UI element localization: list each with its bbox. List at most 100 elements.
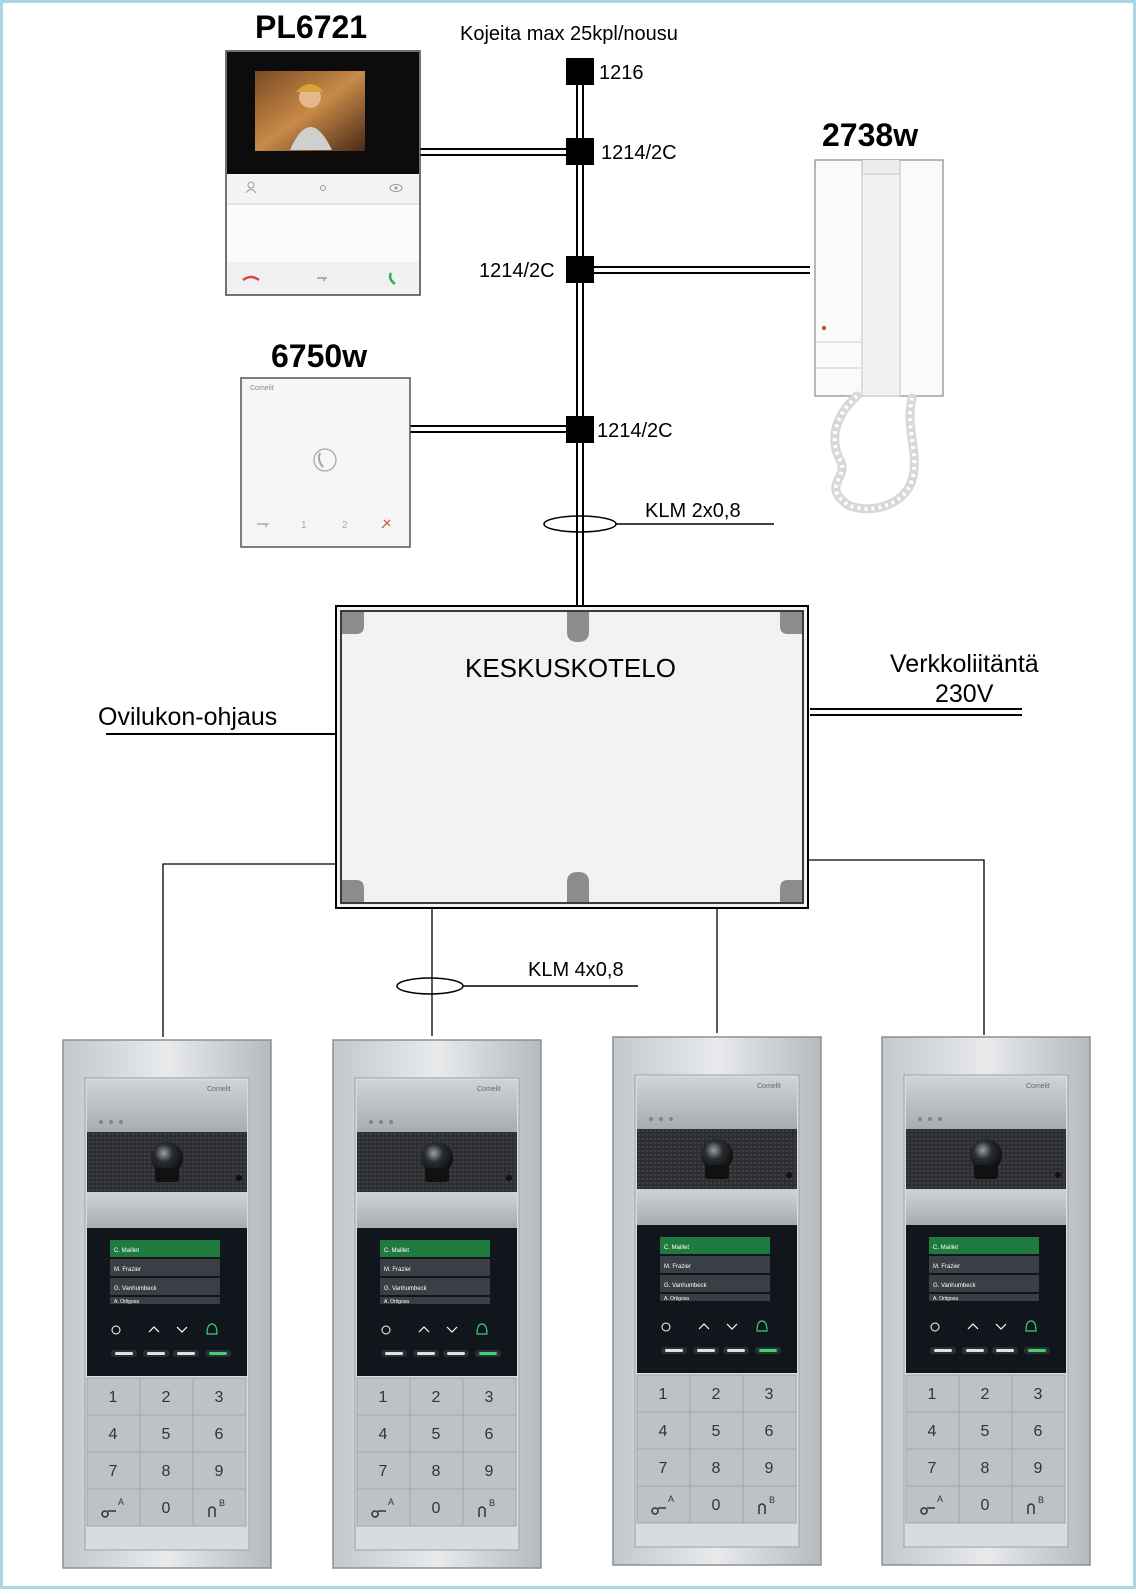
- key-a-label: A: [118, 1497, 124, 1507]
- keypad-key[interactable]: [689, 1411, 744, 1450]
- keypad-key[interactable]: [905, 1411, 960, 1450]
- resident-name[interactable]: A. Ortigosa: [933, 1296, 958, 1302]
- hangup-icon: [242, 275, 260, 282]
- keypad-key-label: 0: [712, 1497, 721, 1514]
- keypad-key[interactable]: [409, 1451, 464, 1490]
- chevron-down-icon[interactable]: [995, 1323, 1007, 1330]
- bell-icon[interactable]: [476, 1323, 488, 1335]
- camera-icon: [151, 1142, 183, 1174]
- keypad-key[interactable]: [742, 1485, 797, 1524]
- resident-name[interactable]: G. Vanhumbeck: [664, 1283, 708, 1289]
- panel-brand: Comelit: [477, 1086, 501, 1093]
- resident-name[interactable]: C. Maillet: [384, 1248, 409, 1254]
- keypad-key[interactable]: [86, 1488, 141, 1527]
- resident-name[interactable]: G. Vanhumbeck: [384, 1286, 428, 1292]
- chevron-down-icon[interactable]: [726, 1323, 738, 1330]
- resident-name[interactable]: C. Maillet: [933, 1245, 958, 1251]
- bell-icon[interactable]: [206, 1323, 218, 1335]
- keypad-key[interactable]: [356, 1488, 411, 1527]
- keypad-key-label: 0: [981, 1497, 990, 1514]
- mains-lines: [810, 708, 1022, 716]
- user-icon: [245, 181, 257, 194]
- resident-name[interactable]: A. Ortigosa: [384, 1299, 409, 1305]
- keypad-key[interactable]: [462, 1414, 517, 1453]
- keypad-key[interactable]: [192, 1377, 247, 1416]
- chevron-up-icon[interactable]: [418, 1326, 430, 1333]
- handset-model-label: 2738w: [822, 117, 918, 153]
- central-unit-box: [335, 605, 809, 909]
- keypad-key[interactable]: [905, 1485, 960, 1524]
- keypad-key-label: 1: [659, 1386, 668, 1403]
- resident-name[interactable]: C. Maillet: [114, 1248, 139, 1254]
- keypad-key-label: 5: [432, 1426, 441, 1443]
- keypad-key[interactable]: [409, 1377, 464, 1416]
- info-icon[interactable]: [111, 1325, 121, 1335]
- key-b-label: B: [219, 1498, 225, 1508]
- keypad-key[interactable]: [689, 1374, 744, 1413]
- keypad-key[interactable]: [636, 1485, 691, 1524]
- keypad-key[interactable]: [636, 1448, 691, 1487]
- central-unit-label: KESKUSKOTELO: [465, 653, 676, 683]
- keypad-key-label: 5: [162, 1426, 171, 1443]
- header-note: Kojeita max 25kpl/nousu: [460, 23, 678, 45]
- bell-icon[interactable]: [1025, 1320, 1037, 1332]
- bell-icon: [1027, 1503, 1035, 1514]
- keypad-key-label: 0: [162, 1500, 171, 1517]
- key-a-label: A: [668, 1494, 674, 1504]
- keypad-key[interactable]: [905, 1374, 960, 1413]
- resident-name[interactable]: A. Ortigosa: [664, 1296, 689, 1302]
- key-icon: [651, 1507, 666, 1515]
- keypad-key[interactable]: [409, 1488, 464, 1527]
- keypad-key[interactable]: [462, 1451, 517, 1490]
- chevron-up-icon[interactable]: [698, 1323, 710, 1330]
- keypad-key[interactable]: [1011, 1411, 1066, 1450]
- keypad-key-label: 6: [215, 1426, 224, 1443]
- keypad-key-label: 4: [928, 1423, 937, 1440]
- keypad-key[interactable]: [86, 1377, 141, 1416]
- keypad-key-label: 9: [765, 1460, 774, 1477]
- keypad-key[interactable]: [86, 1414, 141, 1453]
- keypad-key[interactable]: [636, 1374, 691, 1413]
- keypad-key[interactable]: [356, 1414, 411, 1453]
- chevron-down-icon[interactable]: [446, 1326, 458, 1333]
- audio-unit-button-1: 1: [301, 520, 307, 531]
- keypad-key[interactable]: [689, 1485, 744, 1524]
- key-a-label: A: [388, 1497, 394, 1507]
- key-b-label: B: [489, 1498, 495, 1508]
- resident-name[interactable]: G. Vanhumbeck: [933, 1283, 977, 1289]
- connector-1214-b: [566, 256, 594, 283]
- resident-name[interactable]: G. Vanhumbeck: [114, 1286, 158, 1292]
- keypad-key-label: 3: [485, 1389, 494, 1406]
- keypad-key[interactable]: [139, 1488, 194, 1527]
- keypad-key[interactable]: [958, 1448, 1013, 1487]
- keypad-key[interactable]: [1011, 1485, 1066, 1524]
- keypad-key-label: 5: [712, 1423, 721, 1440]
- resident-name[interactable]: M. Frazier: [933, 1264, 960, 1270]
- keypad-key[interactable]: [192, 1488, 247, 1527]
- keypad-key[interactable]: [742, 1374, 797, 1413]
- info-icon[interactable]: [930, 1322, 940, 1332]
- keypad-key[interactable]: [86, 1451, 141, 1490]
- keypad-key[interactable]: [139, 1377, 194, 1416]
- connector-label-1214-a: 1214/2C: [601, 142, 677, 164]
- resident-name[interactable]: M. Frazier: [384, 1267, 411, 1273]
- keypad-key[interactable]: [192, 1451, 247, 1490]
- monitor-model-label: PL6721: [255, 9, 367, 45]
- resident-name[interactable]: M. Frazier: [664, 1264, 691, 1270]
- resident-name[interactable]: M. Frazier: [114, 1267, 141, 1273]
- chevron-up-icon[interactable]: [967, 1323, 979, 1330]
- keypad-key[interactable]: [462, 1488, 517, 1527]
- keypad-key-label: 0: [432, 1500, 441, 1517]
- keypad-key[interactable]: [1011, 1448, 1066, 1487]
- info-icon[interactable]: [381, 1325, 391, 1335]
- chevron-up-icon[interactable]: [148, 1326, 160, 1333]
- bell-icon[interactable]: [756, 1320, 768, 1332]
- info-icon[interactable]: [661, 1322, 671, 1332]
- keypad-key[interactable]: [958, 1411, 1013, 1450]
- keypad-key-label: 8: [712, 1460, 721, 1477]
- resident-name[interactable]: C. Maillet: [664, 1245, 689, 1251]
- chevron-down-icon[interactable]: [176, 1326, 188, 1333]
- resident-name[interactable]: A. Ortigosa: [114, 1299, 139, 1305]
